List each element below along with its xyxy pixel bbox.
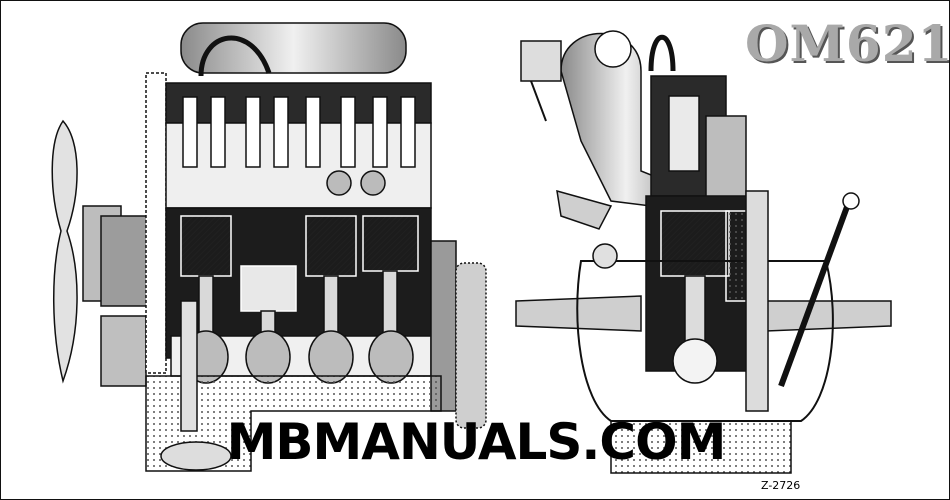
- prechamber: [326, 170, 352, 196]
- figure-code: Z-2726: [761, 479, 801, 492]
- engine-model-label: OM621: [745, 14, 950, 73]
- oil-dipstick: [778, 194, 854, 388]
- side-section-view: [51, 22, 487, 472]
- throttle-linkage: [520, 40, 562, 82]
- water-pump: [100, 215, 152, 307]
- breather-pipe: [198, 35, 272, 77]
- valve-train: [182, 96, 416, 168]
- pistons: [180, 215, 419, 312]
- cross-oil-pan: [610, 420, 792, 474]
- exhaust-outlet: [556, 189, 613, 230]
- fuel-filter-column: [745, 190, 769, 412]
- oil-strainer: [160, 441, 232, 471]
- flywheel-ring-gear: [455, 262, 487, 429]
- front-pulley: [100, 315, 147, 387]
- injection-pump: [705, 115, 747, 212]
- injection-line: [648, 35, 676, 72]
- oil-filter-cap: [592, 243, 618, 269]
- cross-piston: [660, 210, 730, 277]
- cross-section-view: [515, 30, 892, 474]
- oil-pump-shaft: [180, 300, 198, 432]
- dipstick-handle: [842, 192, 860, 210]
- air-intake-silencer: [180, 22, 407, 74]
- crank-journal: [672, 338, 718, 384]
- timing-chain: [145, 72, 167, 374]
- fan-blade: [51, 119, 78, 384]
- valve-spring: [668, 95, 700, 172]
- watermark-text: MBMANUALS.COM: [226, 413, 727, 471]
- camshaft-housing: [165, 82, 432, 124]
- prechamber: [360, 170, 386, 196]
- crankcase-outline: [576, 260, 834, 422]
- engine-mount-left: [515, 295, 642, 332]
- cylinder-head: [165, 122, 432, 209]
- engine-mount-right: [765, 300, 892, 332]
- manifold-flange: [594, 30, 632, 68]
